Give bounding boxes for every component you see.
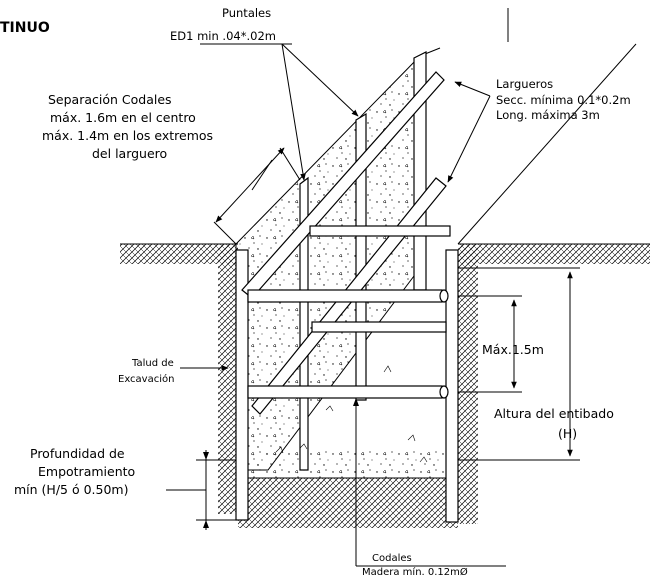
diagram-title: TINUO xyxy=(0,20,50,36)
slope-line-right xyxy=(457,43,637,245)
leader-codales-arrow xyxy=(353,398,359,406)
sheeting-left xyxy=(235,249,249,521)
label-talud-2: Excavación xyxy=(118,373,174,385)
soil-marks xyxy=(275,365,428,463)
codal-end-lower xyxy=(439,385,449,399)
codal-back-upper xyxy=(309,225,451,237)
leader-largueros-2 xyxy=(447,95,491,183)
codal-front-upper xyxy=(247,289,443,303)
bottom-soil xyxy=(248,450,458,478)
dim-separacion xyxy=(215,147,285,223)
label-separacion-2: máx. 1.6m en el centro xyxy=(50,110,196,125)
soil-hatch-right-wall xyxy=(458,244,478,524)
dim-separacion-ext2 xyxy=(279,147,301,181)
label-separacion-1: Separación Codales xyxy=(48,92,172,107)
label-largueros-secc: Secc. mínima 0.1*0.2m xyxy=(496,93,631,107)
leader-puntales-1 xyxy=(281,43,306,181)
label-profundidad-1: Profundidad de xyxy=(30,446,125,461)
label-altura-1: Altura del entibado xyxy=(494,406,614,421)
label-largueros-long: Long. máxima 3m xyxy=(496,108,600,122)
label-profundidad-3: mín (H/5 ó 0.50m) xyxy=(14,482,128,497)
label-codales-title: Codales xyxy=(372,553,412,564)
label-puntales-title: Puntales xyxy=(222,6,271,20)
leader-separacion xyxy=(251,159,273,191)
codal-front-lower xyxy=(247,385,443,399)
label-codales-spec: Madera mín. 0.12mØ xyxy=(362,566,468,578)
ground-hatch-right xyxy=(458,244,650,264)
dim-separacion-ext1 xyxy=(213,221,237,245)
codal-back-lower xyxy=(311,321,447,333)
label-altura-2: (H) xyxy=(558,426,577,441)
ground-hatch-left xyxy=(120,244,238,264)
codal-end-upper xyxy=(439,289,449,303)
soil-hatch-left-wall xyxy=(218,244,238,514)
label-max-spacing: Máx.1.5m xyxy=(482,342,544,357)
leader-largueros-1 xyxy=(454,81,491,97)
label-largueros-title: Largueros xyxy=(496,77,553,91)
sheeting-right xyxy=(445,249,459,523)
label-talud-1: Talud de xyxy=(131,358,174,369)
label-profundidad-2: Empotramiento xyxy=(38,464,135,479)
label-separacion-4: del larguero xyxy=(92,146,167,161)
ground-hatch-bottom xyxy=(238,478,458,528)
label-separacion-3: máx. 1.4m en los extremos xyxy=(42,128,213,143)
leader-puntales-2 xyxy=(281,43,359,117)
label-puntales-spec: ED1 min .04*.02m xyxy=(170,29,276,43)
